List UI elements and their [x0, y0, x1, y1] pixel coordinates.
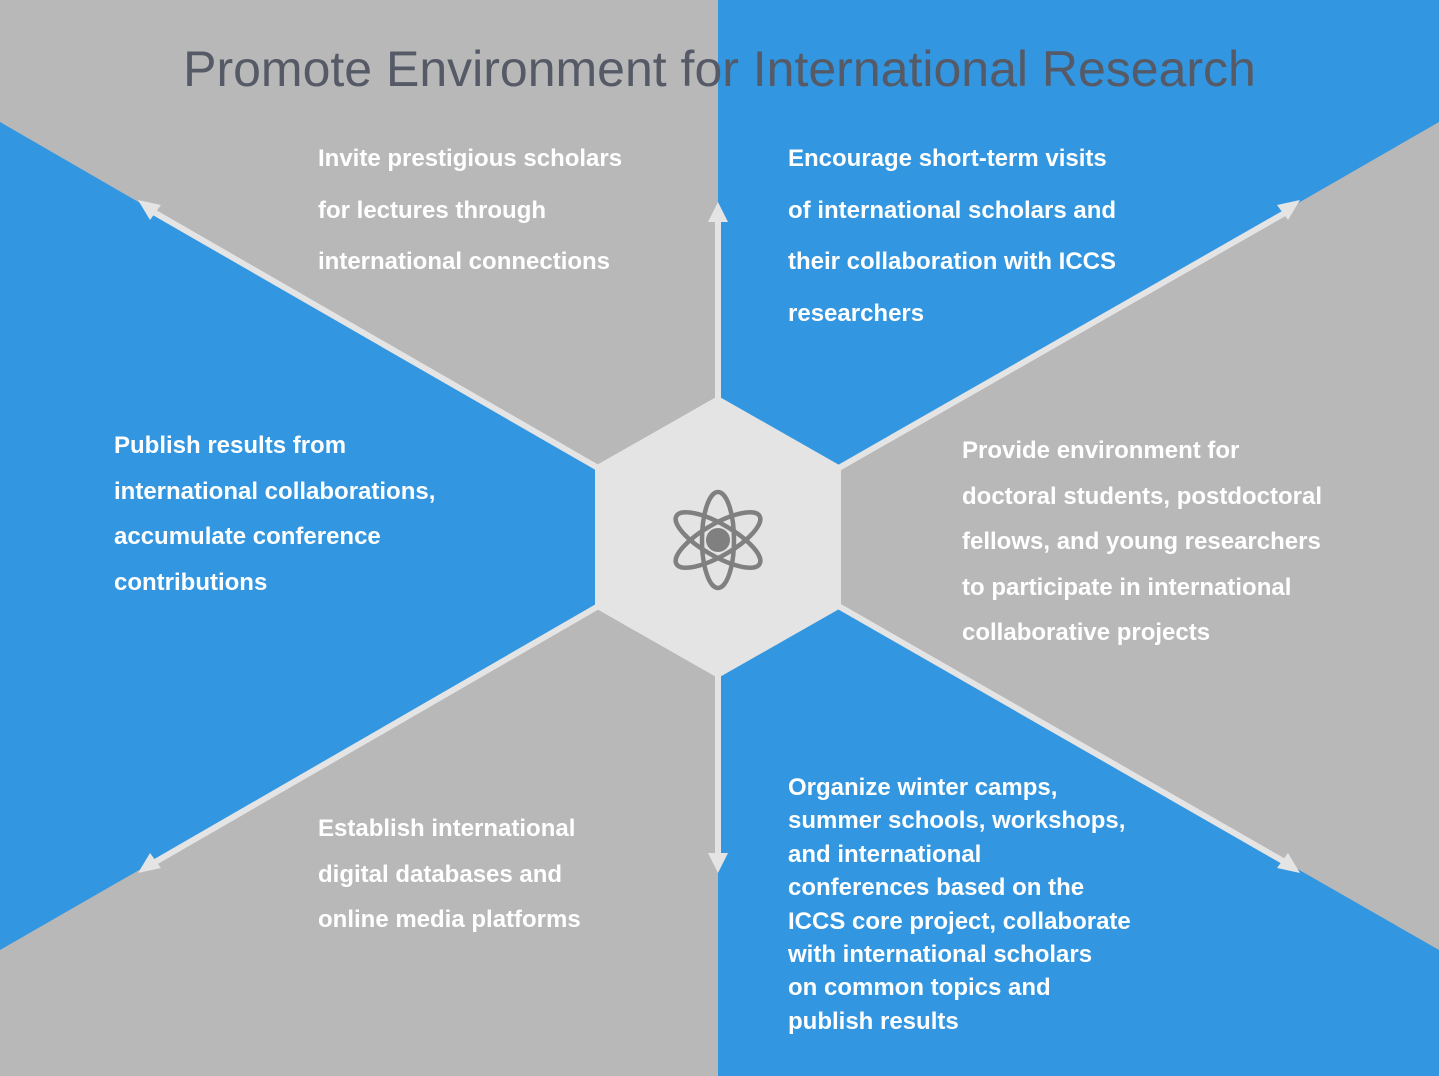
- item-line: Invite prestigious scholars: [318, 145, 623, 172]
- arrowhead-up: [708, 202, 728, 222]
- item-line: online media platforms: [318, 906, 581, 933]
- item-line: accumulate conference: [114, 523, 381, 550]
- segment-bottom-right: [718, 537, 1439, 1076]
- item-line: researchers: [788, 299, 925, 327]
- item-line: Provide environment for: [962, 437, 1240, 464]
- item-line: digital databases and: [318, 860, 563, 888]
- item-digital-databases: Establish international digital database…: [318, 806, 581, 943]
- item-line: collaborative projects: [962, 619, 1211, 646]
- item-line: publish results: [788, 1007, 959, 1035]
- item-young-researchers: Provide environment for doctoral student…: [962, 428, 1322, 656]
- item-invite-scholars: Invite prestigious scholars for lectures…: [318, 133, 622, 288]
- item-line: for lectures through: [318, 196, 547, 224]
- item-line: Organize winter camps,: [788, 774, 1058, 801]
- item-line: Establish international: [318, 815, 576, 842]
- item-line: fellows, and young researchers: [962, 528, 1321, 555]
- item-line: contributions: [114, 568, 268, 596]
- item-line: with international scholars: [788, 941, 1093, 969]
- item-line: and international: [788, 840, 982, 868]
- item-line: summer schools, workshops,: [788, 807, 1126, 835]
- item-line: Publish results from: [114, 432, 347, 459]
- item-line: Encourage short-term visits: [788, 145, 1107, 172]
- segment-top-right: [718, 0, 1439, 537]
- arrowhead-upper-right: [1277, 200, 1300, 220]
- item-line: to participate in international: [962, 573, 1292, 601]
- item-line: of international scholars and: [788, 196, 1117, 224]
- arrowhead-upper-left: [138, 200, 161, 220]
- segment-left: [0, 122, 718, 950]
- item-publish-results: Publish results from international colla…: [114, 423, 435, 605]
- item-line: doctoral students, postdoctoral: [962, 482, 1323, 510]
- item-line: conferences based on the: [788, 874, 1085, 902]
- page-title: Promote Environment for International Re…: [183, 41, 1256, 97]
- arrowhead-down: [708, 853, 728, 873]
- arrowhead-lower-left: [138, 853, 161, 873]
- item-winter-camps: Organize winter camps, summer schools, w…: [788, 771, 1131, 1038]
- item-line: their collaboration with ICCS: [788, 248, 1117, 275]
- item-line: on common topics and: [788, 974, 1051, 1002]
- item-line: ICCS core project, collaborate: [788, 907, 1131, 935]
- item-short-term-visits: Encourage short-term visits of internati…: [788, 133, 1116, 339]
- atom-icon: [673, 489, 763, 591]
- item-line: international collaborations,: [114, 477, 436, 505]
- arrowhead-lower-right: [1277, 853, 1300, 873]
- item-line: international connections: [318, 248, 611, 275]
